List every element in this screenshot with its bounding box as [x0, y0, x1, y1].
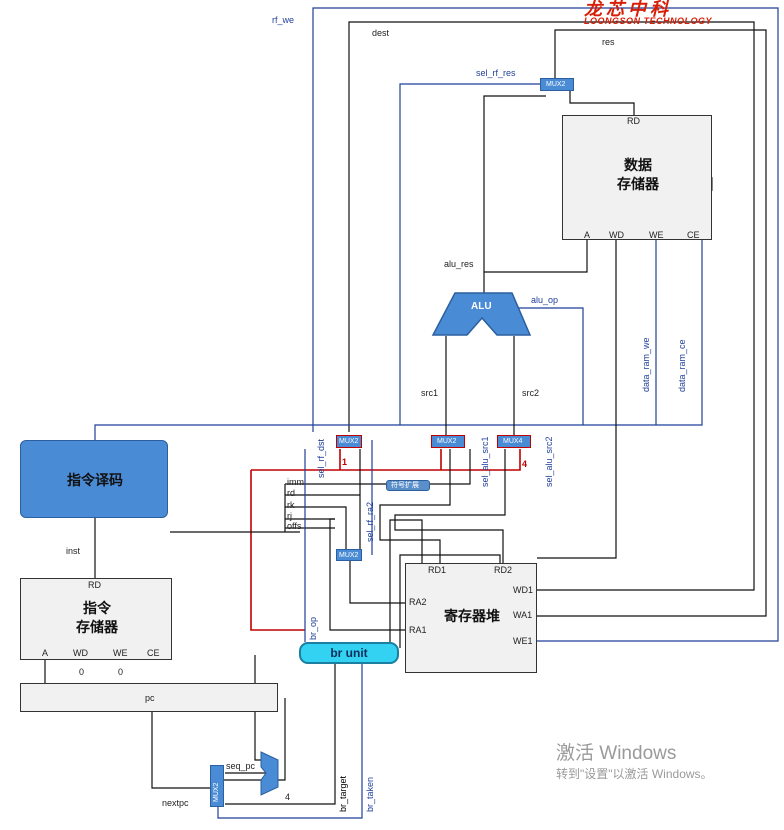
sig-rd: rd	[287, 488, 296, 498]
windows-activation-subtitle: 转到"设置"以激活 Windows。	[556, 767, 713, 781]
adder-shape	[260, 751, 279, 796]
loongson-logo: 龙芯中科 LOONGSON TECHNOLOGY	[584, 0, 713, 26]
dmem-rd-label: RD	[627, 116, 640, 126]
sign-extend: 符号扩展	[386, 480, 430, 491]
regfile-title: 寄存器堆	[444, 608, 500, 624]
instruction-decoder: 指令译码	[20, 440, 168, 518]
rf-wa1-label: WA1	[513, 610, 533, 620]
register-file: 寄存器堆	[405, 563, 537, 673]
wire-ra2	[349, 561, 405, 604]
wire-pc-out	[151, 712, 210, 789]
wire-decoder-fields	[170, 483, 395, 533]
sig-seq-pc: seq_pc	[226, 761, 256, 771]
data-memory-title: 数据 存储器	[617, 157, 659, 192]
mux-src2-num: 4	[522, 459, 528, 469]
wire-rd-field	[335, 449, 361, 549]
imem-a-label: A	[42, 648, 49, 658]
wire-rd1-to-br	[389, 519, 423, 642]
sig-sel-alu-src2: sel_alu_src2	[544, 436, 554, 487]
rf-ra2-label: RA2	[409, 597, 427, 607]
wire-red-bus	[250, 449, 521, 631]
wire-rf-rd-to-br	[399, 554, 501, 648]
sig-br-target: br_target	[338, 775, 348, 812]
wire-rd2	[394, 449, 506, 563]
mux-res: MUX2	[540, 78, 574, 91]
sig-src2: src2	[522, 388, 540, 398]
sig-nextpc: nextpc	[162, 798, 189, 808]
wire-br-taken	[217, 664, 363, 819]
wire-dest	[348, 21, 755, 591]
sig-sel-rf-ra2: sel_rf_ra2	[365, 501, 375, 542]
sig-alu-res: alu_res	[444, 259, 474, 269]
decoder-title: 指令译码	[67, 472, 123, 488]
sig-rf-we: rf_we	[272, 15, 295, 25]
sig-alu-op: alu_op	[531, 295, 559, 305]
mux-dst: MUX2	[336, 435, 362, 448]
dmem-we-label: WE	[649, 230, 664, 240]
dmem-ce-label: CE	[687, 230, 700, 240]
wire-imm	[395, 449, 471, 485]
dmem-wd-label: WD	[609, 230, 624, 240]
wire-res-loop	[537, 29, 767, 617]
imem-wd-label: WD	[73, 648, 88, 658]
wire-mem-rd	[569, 84, 635, 115]
branch-unit: br unit	[299, 642, 399, 664]
data-memory: 数据 存储器	[562, 115, 712, 240]
wire-br-target	[225, 664, 336, 805]
sig-sel-rf-res: sel_rf_res	[476, 68, 516, 78]
instruction-memory: 指令 存储器	[20, 578, 172, 660]
dmem-a-label: A	[584, 230, 591, 240]
sig-rj: rj	[287, 511, 292, 521]
wire-alu-op	[517, 307, 584, 425]
sig-data-ram-we: data_ram_we	[641, 337, 651, 392]
mux-src1: MUX2	[431, 435, 465, 448]
imem-rd-label: RD	[88, 580, 101, 590]
rf-rd1-label: RD1	[428, 565, 447, 575]
rf-rd2-label: RD2	[494, 565, 513, 575]
pc-register: pc	[20, 683, 278, 712]
wire-rk-field	[335, 506, 347, 549]
imem-title: 指令 存储器	[76, 600, 118, 635]
rf-we1-label: WE1	[513, 636, 533, 646]
sig-sel-alu-src1: sel_alu_src1	[480, 436, 490, 487]
sig-sel-rf-dst: sel_rf_dst	[316, 438, 326, 478]
mux-ra2: MUX2	[336, 549, 362, 561]
pc-label: pc	[145, 693, 155, 703]
sig-br-taken: br_taken	[365, 776, 375, 812]
imem-ce-label: CE	[147, 648, 160, 658]
sig-four: 4	[285, 792, 291, 802]
sig-src1: src1	[421, 388, 439, 398]
wire-rf-we	[312, 7, 779, 642]
rf-ra1-label: RA1	[409, 625, 427, 635]
sig-inst: inst	[66, 546, 81, 556]
mux-src2: MUX4	[497, 435, 531, 448]
imem-we-zero: 0	[118, 667, 124, 677]
rf-wd1-label: WD1	[513, 585, 533, 595]
wire-alu-res	[483, 95, 546, 293]
wire-rj-field	[329, 518, 405, 631]
wire-sel-rf-res	[399, 83, 540, 425]
sig-rk: rk	[287, 500, 295, 510]
alu-shape	[431, 292, 532, 336]
sig-dest: dest	[372, 28, 390, 38]
sig-res: res	[602, 37, 615, 47]
imem-we-label: WE	[113, 648, 128, 658]
wire-nextpc	[210, 698, 286, 781]
sig-br-op: br_op	[308, 616, 318, 640]
alu-label: ALU	[471, 301, 492, 312]
sig-imm: imm	[287, 477, 304, 487]
wire-decoder-bus	[94, 240, 703, 440]
wire-alu-to-mem-a	[484, 240, 588, 273]
mux-pc: MUX2	[210, 765, 224, 807]
sig-offs: offs	[287, 521, 302, 531]
mux-dst-num: 1	[342, 457, 348, 467]
imem-wd-zero: 0	[79, 667, 85, 677]
sig-data-ram-ce: data_ram_ce	[677, 339, 687, 392]
windows-activation-title: 激活 Windows	[556, 743, 677, 764]
sign-extend-label: 符号扩展	[391, 482, 419, 489]
wire-rd1	[379, 449, 451, 563]
wire-mem-wd	[537, 240, 617, 559]
